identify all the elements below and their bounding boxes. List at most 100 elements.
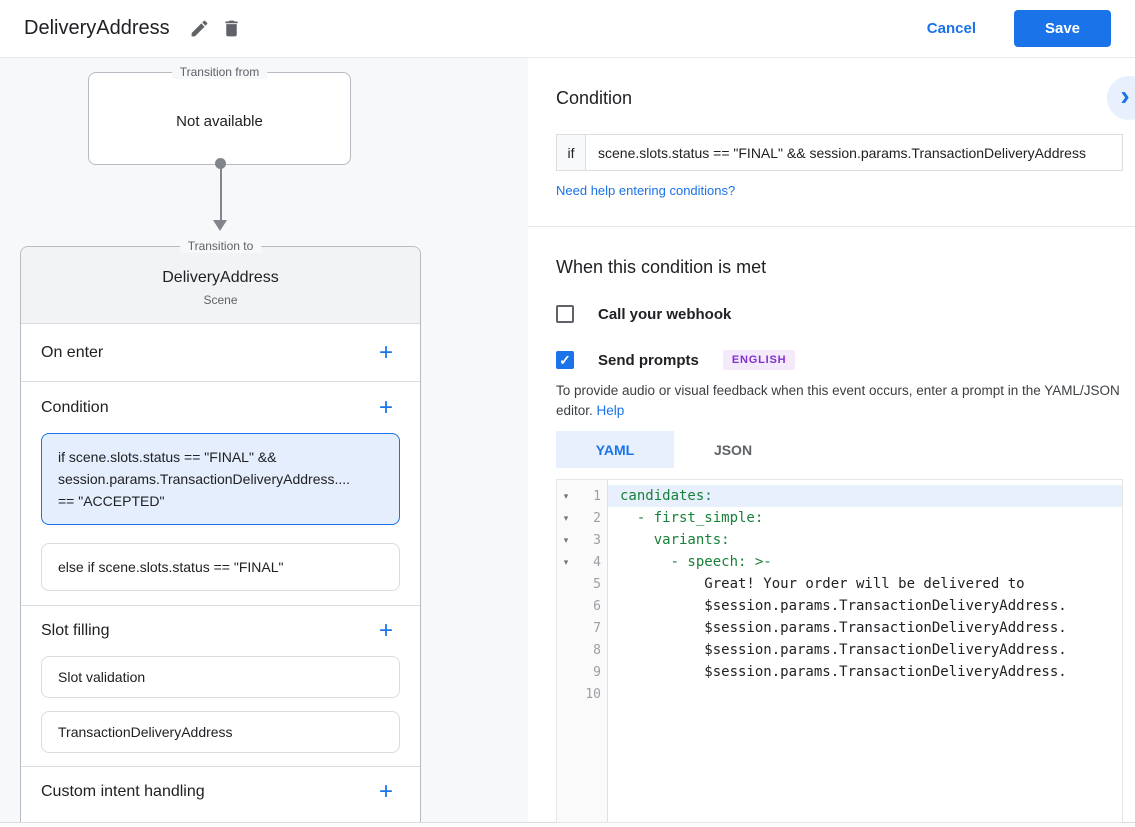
add-icon: + (378, 617, 393, 644)
gutter-row: 9 (557, 661, 607, 683)
cancel-button[interactable]: Cancel (926, 20, 976, 37)
transition-to-label: Transition to (179, 239, 262, 253)
tab-yaml[interactable]: YAML (556, 431, 674, 468)
arrow-origin-dot (215, 158, 226, 169)
condition-panel-title: Condition (556, 88, 633, 108)
condition-text-line: session.params.TransactionDeliveryAddres… (58, 471, 351, 487)
add-icon: + (378, 338, 393, 366)
check-icon: ✓ (559, 351, 571, 368)
condition-expression-field: if scene.slots.status == "FINAL" && sess… (556, 134, 1123, 171)
fold-arrow-icon[interactable]: ▾ (563, 490, 569, 501)
condition-text-line: == "ACCEPTED" (58, 493, 165, 509)
language-badge: ENGLISH (722, 350, 796, 370)
code-line[interactable]: $session.params.TransactionDeliveryAddre… (620, 620, 1067, 636)
code-line[interactable] (608, 683, 1122, 705)
if-prefix-label: if (556, 134, 586, 171)
prompts-checkbox-row: ✓ Send prompts ENGLISH (556, 350, 1123, 370)
transition-from-label: Transition from (171, 65, 268, 79)
hint-line: To provide audio or visual feedback when… (556, 383, 1120, 398)
editor-help-link[interactable]: Help (596, 403, 625, 418)
code-line[interactable]: $session.params.TransactionDeliveryAddre… (620, 664, 1067, 680)
gutter-row: ▾ 4 (557, 551, 607, 573)
code-line[interactable]: candidates: (608, 485, 1122, 507)
add-on-enter-button[interactable]: + (372, 339, 400, 367)
code-line[interactable]: $session.params.TransactionDeliveryAddre… (620, 598, 1067, 614)
code-line[interactable]: $session.params.TransactionDeliveryAddre… (620, 642, 1067, 658)
code-line[interactable]: variants: (620, 532, 730, 548)
slot-transaction-delivery-address-card[interactable]: TransactionDeliveryAddress (41, 711, 400, 753)
divider (21, 766, 420, 767)
app-header: DeliveryAddress Cancel Save (0, 0, 1135, 58)
arrow-head-icon (213, 220, 227, 231)
scene-type: Scene (203, 293, 238, 307)
on-enter-label: On enter (41, 343, 104, 361)
custom-intent-row: Custom intent handling + (21, 767, 420, 817)
divider (528, 226, 1135, 227)
save-button[interactable]: Save (1014, 10, 1111, 47)
transition-arrow (213, 158, 227, 288)
trash-icon (221, 18, 242, 39)
condition-card-else[interactable]: else if scene.slots.status == "FINAL" (41, 543, 400, 591)
call-webhook-label[interactable]: Call your webhook (598, 305, 732, 323)
condition-card-selected[interactable]: if scene.slots.status == "FINAL" && sess… (41, 433, 400, 525)
condition-detail-panel: › Condition if scene.slots.status == "FI… (528, 58, 1135, 823)
slot-validation-card[interactable]: Slot validation (41, 656, 400, 698)
send-prompts-checkbox[interactable]: ✓ (556, 351, 574, 369)
line-number: 9 (593, 664, 601, 680)
custom-intent-label: Custom intent handling (41, 783, 205, 800)
editor-tabs: YAML JSON (556, 431, 1123, 468)
conditions-help-link[interactable]: Need help entering conditions? (556, 183, 736, 198)
add-condition-button[interactable]: + (372, 394, 400, 422)
add-icon: + (378, 778, 393, 805)
gutter-row: ▾ 2 (557, 507, 607, 529)
line-number: 5 (593, 576, 601, 592)
code-line[interactable]: Great! Your order will be delivered to (620, 576, 1025, 592)
flow-diagram-panel: Transition from Not available Transition… (0, 58, 528, 822)
edit-scene-button[interactable] (184, 13, 216, 45)
slot-filling-row: Slot filling + (21, 606, 420, 656)
webhook-checkbox-row: Call your webhook (556, 305, 1123, 323)
add-custom-intent-button[interactable]: + (372, 778, 400, 806)
collapse-panel-button[interactable]: › (1107, 76, 1135, 120)
fold-arrow-icon[interactable]: ▾ (563, 534, 569, 545)
line-number: 7 (593, 620, 601, 636)
call-webhook-checkbox[interactable] (556, 305, 574, 323)
gutter-row: 7 (557, 617, 607, 639)
code-area[interactable]: candidates: - first_simple: variants: - … (608, 480, 1122, 822)
condition-expression-input[interactable]: scene.slots.status == "FINAL" && session… (585, 134, 1123, 171)
line-number: 8 (593, 642, 601, 658)
fold-arrow-icon[interactable]: ▾ (563, 556, 569, 567)
editor-hint-text: To provide audio or visual feedback when… (556, 381, 1123, 421)
code-line[interactable]: - speech: >- (620, 554, 772, 570)
arrow-line (219, 168, 222, 220)
divider (21, 605, 420, 606)
condition-met-title: When this condition is met (556, 257, 767, 277)
condition-section-row: Condition + (21, 382, 420, 433)
pencil-icon (189, 18, 210, 39)
on-enter-row: On enter + (21, 324, 420, 381)
add-slot-button[interactable]: + (372, 617, 400, 645)
scene-card: Transition to DeliveryAddress Scene On e… (20, 239, 421, 822)
line-number: 3 (593, 532, 601, 548)
send-prompts-label[interactable]: Send prompts (598, 351, 699, 369)
fold-arrow-icon[interactable]: ▾ (563, 512, 569, 523)
hint-line: editor. (556, 403, 597, 418)
line-number: 4 (593, 554, 601, 570)
gutter-row: 10 (557, 683, 607, 705)
condition-text-line: if scene.slots.status == "FINAL" && (58, 449, 277, 465)
code-line[interactable]: - first_simple: (620, 510, 764, 526)
gutter-row: 6 (557, 595, 607, 617)
yaml-code-editor[interactable]: ▾ 1 ▾ 2 ▾ 3 ▾ 4 5 (556, 479, 1123, 823)
gutter-row: ▾ 1 (557, 485, 607, 507)
gutter-row: 8 (557, 639, 607, 661)
transition-from-box: Transition from Not available (88, 65, 351, 165)
condition-text-line: else if scene.slots.status == "FINAL" (58, 559, 284, 575)
line-number: 2 (593, 510, 601, 526)
line-number: 10 (585, 686, 601, 702)
tab-json[interactable]: JSON (674, 431, 792, 468)
page-title: DeliveryAddress (24, 17, 170, 39)
gutter-row: ▾ 3 (557, 529, 607, 551)
slot-filling-label: Slot filling (41, 622, 110, 639)
delete-scene-button[interactable] (216, 13, 248, 45)
line-number: 6 (593, 598, 601, 614)
